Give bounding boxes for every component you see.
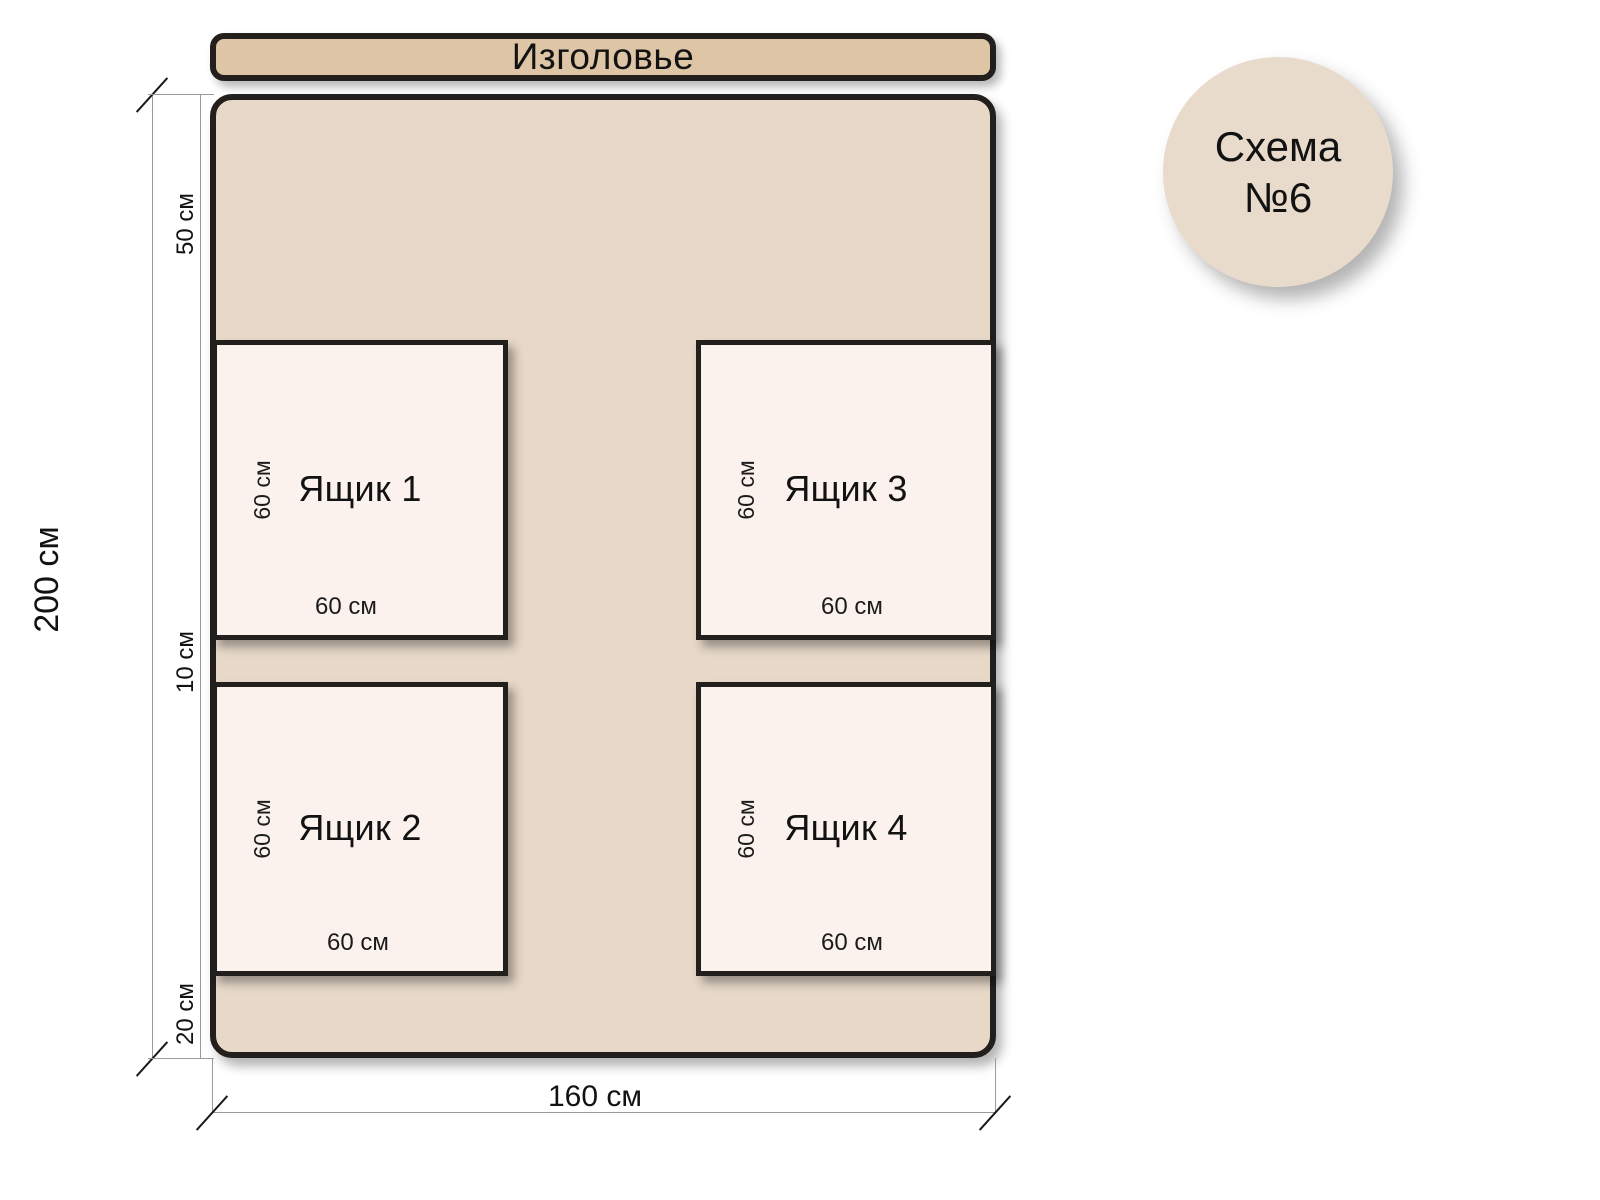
scheme-badge: Схема №6: [1163, 57, 1393, 287]
segment-dimension-line: [200, 94, 201, 1058]
drawer-3-width-label: 60 см: [821, 593, 883, 620]
headboard-label: Изголовье: [511, 36, 695, 77]
badge-line-1: Схема: [1214, 122, 1342, 170]
width-extension-right: [995, 1058, 996, 1114]
drawer-box-2: 60 см Ящик 2 60 см: [212, 682, 508, 976]
drawer-box-1: 60 см Ящик 1 60 см: [212, 340, 508, 640]
drawer-box-3: 60 см Ящик 3 60 см: [696, 340, 996, 640]
drawer-1-name: Ящик 1: [298, 468, 422, 510]
drawer-1-width-label: 60 см: [315, 593, 377, 620]
total-width-dimension-line: [212, 1112, 995, 1113]
drawer-3-name: Ящик 3: [784, 468, 908, 510]
drawer-box-4: 60 см Ящик 4 60 см: [696, 682, 996, 976]
drawer-2-name: Ящик 2: [298, 807, 422, 849]
drawer-4-name: Ящик 4: [784, 807, 908, 849]
drawer-2-width-label: 60 см: [327, 929, 389, 956]
segment-label-10: 10 см: [171, 631, 199, 693]
width-extension-left: [212, 1058, 213, 1114]
total-height-dimension-line: [152, 94, 153, 1058]
total-height-label: 200 см: [27, 526, 66, 633]
headboard-block: Изголовье: [210, 33, 996, 81]
drawer-4-width-label: 60 см: [821, 929, 883, 956]
segment-label-20: 20 см: [171, 983, 199, 1045]
badge-line-2: №6: [1243, 174, 1313, 221]
segment-label-50: 50 см: [171, 193, 199, 255]
total-width-label: 160 см: [548, 1080, 643, 1113]
extension-line-bottom: [148, 1058, 214, 1059]
extension-line-top: [148, 94, 214, 95]
